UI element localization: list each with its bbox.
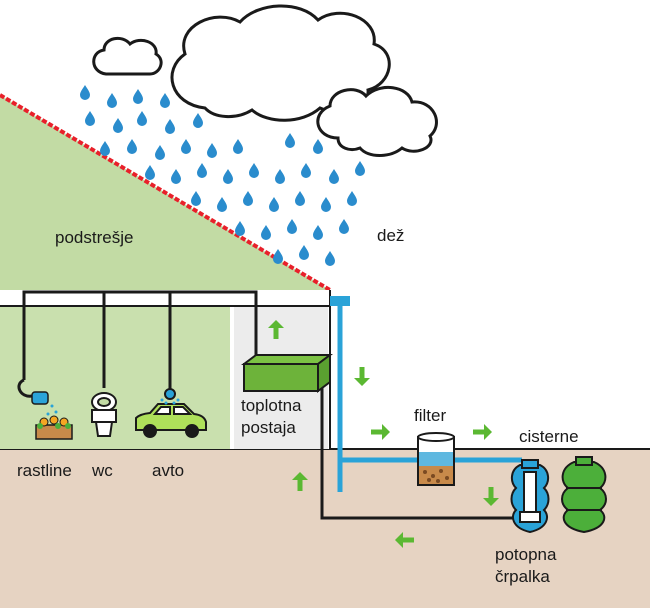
gutter bbox=[330, 296, 350, 306]
filter-label: filter bbox=[414, 406, 447, 425]
car-icon bbox=[135, 388, 207, 438]
plants-icon bbox=[17, 378, 73, 440]
cistern-green bbox=[561, 456, 607, 534]
arrow-down-downpipe bbox=[354, 367, 370, 386]
filter-unit bbox=[417, 432, 455, 486]
wc-label: wc bbox=[92, 461, 113, 480]
heat-station-label-1: toplotna bbox=[241, 396, 302, 415]
heat-station-label-2: postaja bbox=[241, 418, 296, 437]
cisterns-label: cisterne bbox=[519, 427, 579, 446]
pump-label-2: črpalka bbox=[495, 567, 550, 586]
arrow-right-to-cistern bbox=[473, 424, 492, 440]
plants-label: rastline bbox=[17, 461, 72, 480]
heat-station-box bbox=[241, 353, 333, 393]
cistern-pump bbox=[510, 459, 550, 534]
pump-label-1: potopna bbox=[495, 545, 557, 564]
car-label: avto bbox=[152, 461, 185, 480]
roof-label: podstrešje bbox=[55, 228, 134, 247]
rain-label: dež bbox=[377, 226, 405, 245]
toilet-icon bbox=[91, 392, 117, 437]
cloud bbox=[92, 4, 438, 157]
arrow-right-to-filter bbox=[371, 424, 390, 440]
